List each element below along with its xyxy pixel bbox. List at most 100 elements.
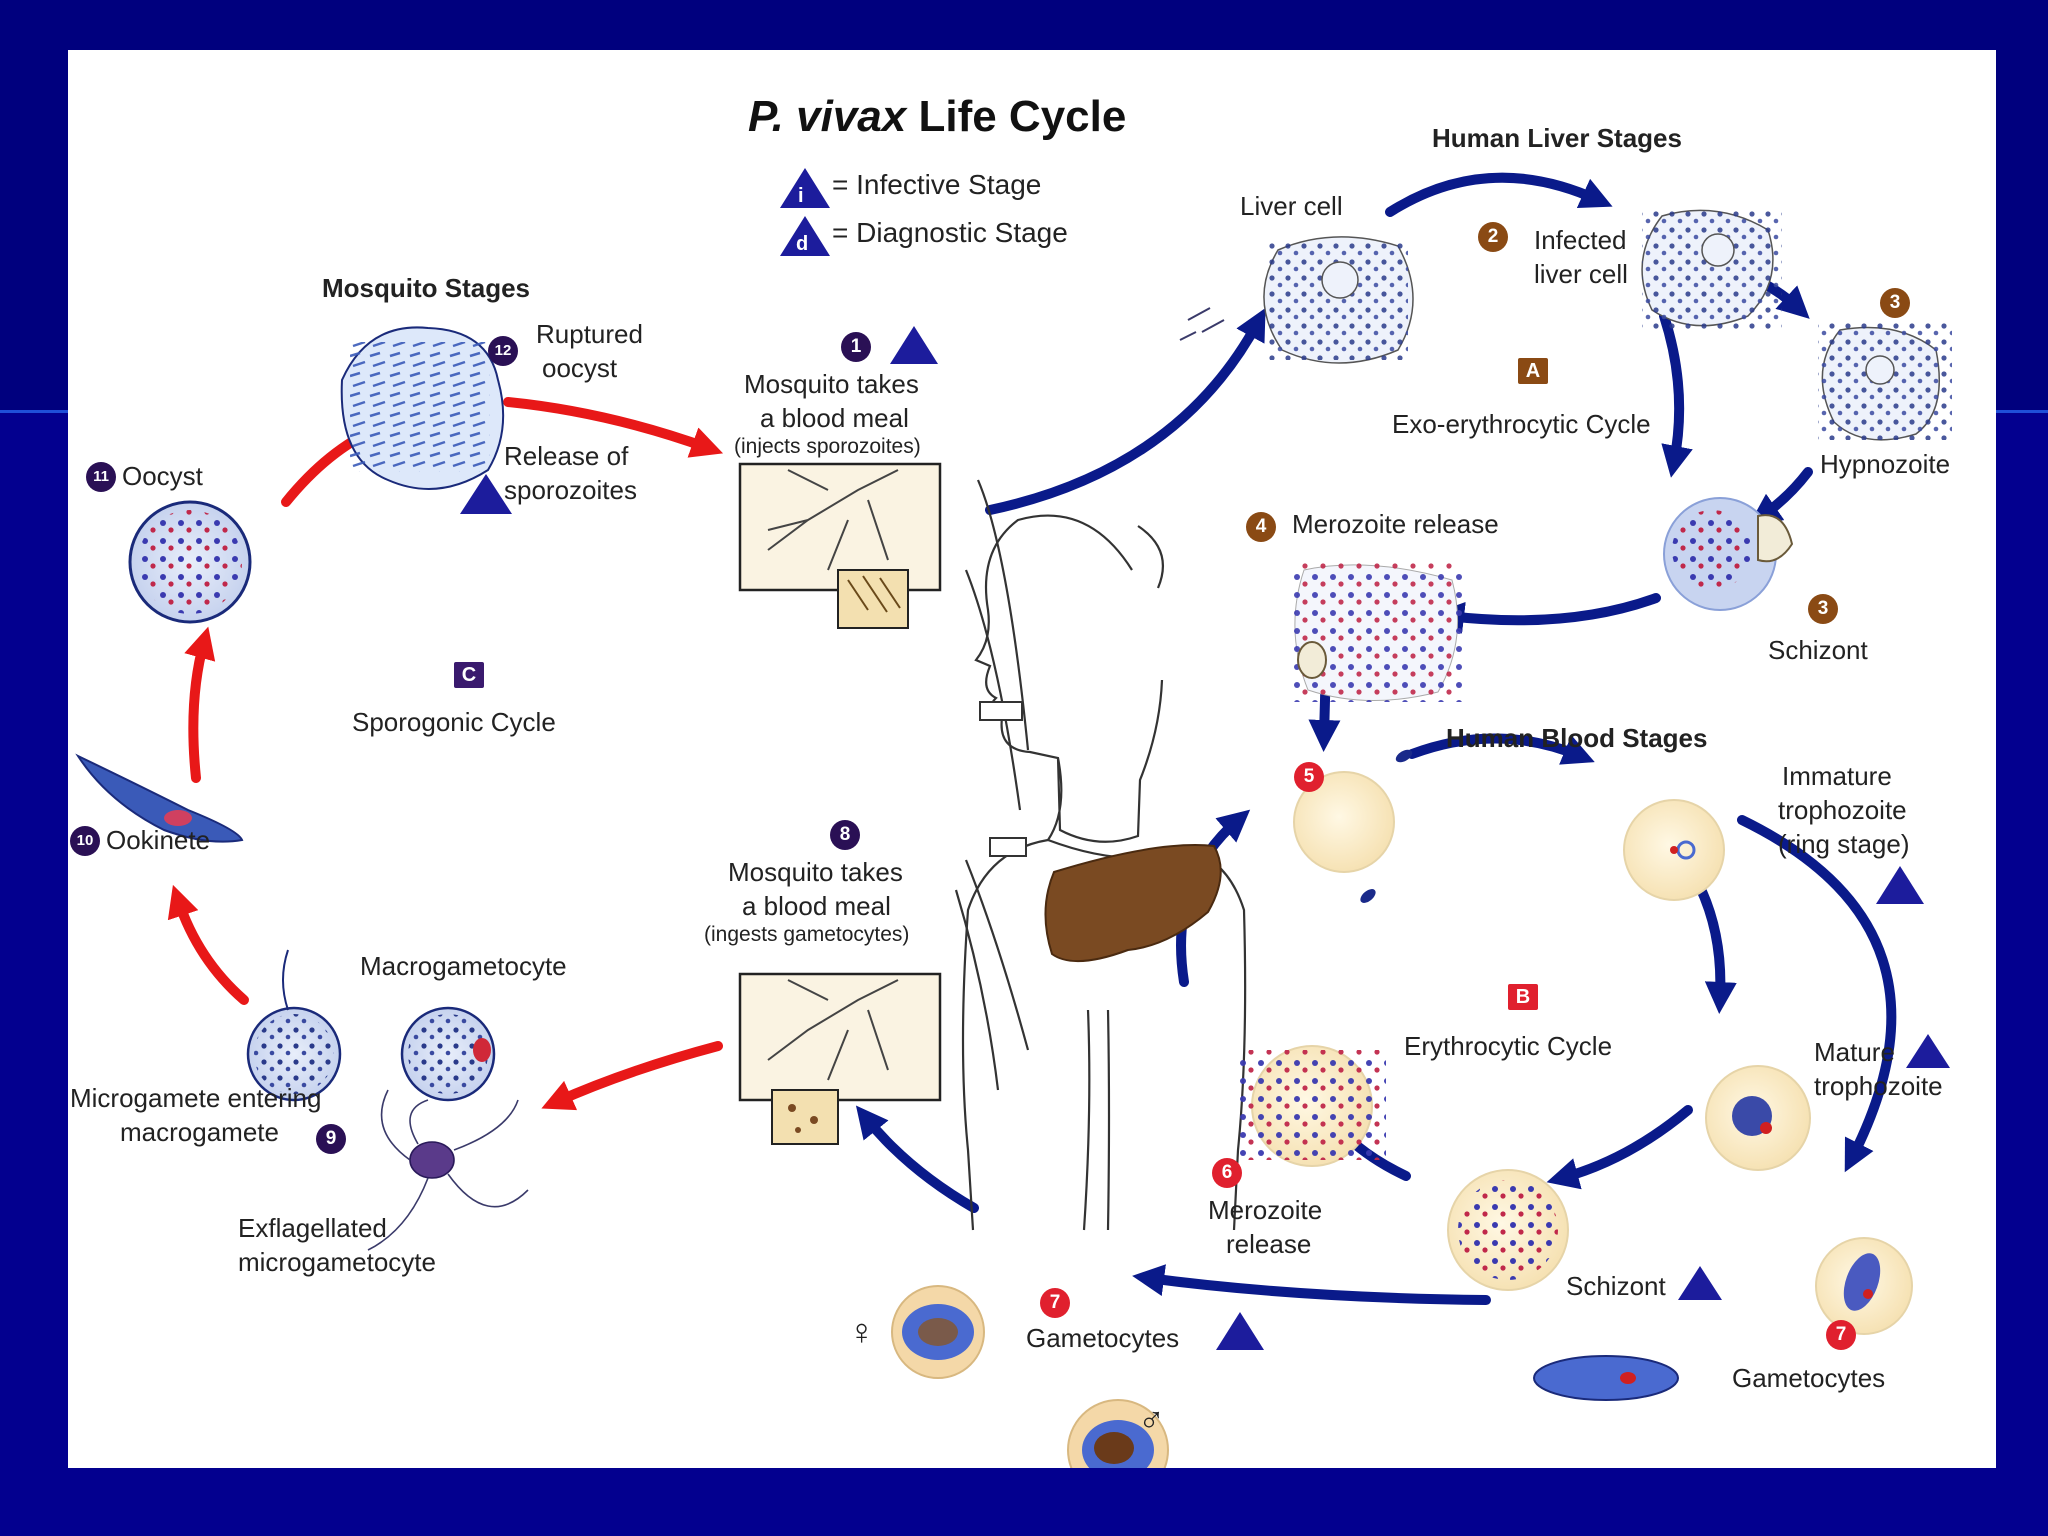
step-12-marker: 12: [488, 336, 518, 366]
step-1-marker: 1: [841, 332, 871, 362]
exflagellated-line2: microgametocyte: [238, 1247, 436, 1277]
step-4-label: Merozoite release: [1292, 509, 1499, 539]
blood-schizont-rbc: [1447, 1169, 1569, 1291]
liver-cell: [1263, 236, 1414, 364]
oocyst-label: Oocyst: [122, 461, 203, 491]
step-7-marker-right: 7: [1826, 1320, 1856, 1350]
blood-schizont-diagnostic-icon: [1678, 1266, 1722, 1300]
step-1-infective-icon: [890, 326, 938, 364]
macrogametocyte-cell: [400, 1006, 496, 1102]
title-rest: Life Cycle: [918, 92, 1127, 141]
ring-stage-rbc: [1623, 799, 1725, 901]
step-10-marker: 10: [70, 826, 100, 856]
arrow-schizont-to-merozoite: [1432, 593, 1661, 634]
arrow-bite-to-gametocytes: [541, 1041, 723, 1111]
step-8-marker: 8: [830, 820, 860, 850]
step-6-line1: Merozoite: [1208, 1195, 1323, 1225]
rbc-uninfected: [1293, 749, 1413, 903]
step-6-marker: 6: [1212, 1158, 1242, 1188]
step-9-line2: macrogamete: [120, 1117, 279, 1147]
release-line2: sporozoites: [504, 475, 637, 505]
macrogametocyte-label: Macrogametocyte: [360, 951, 567, 981]
immature-line2: trophozoite: [1778, 795, 1907, 825]
mature-diagnostic-icon: [1906, 1034, 1950, 1068]
gametocytes-diagnostic-icon: [1216, 1312, 1264, 1350]
step-4-marker: 4: [1246, 512, 1276, 542]
step-12-line1: Ruptured: [536, 319, 643, 349]
liver-cell-label: Liver cell: [1240, 191, 1343, 221]
cycle-a-label: Exo-erythrocytic Cycle: [1392, 409, 1651, 439]
blood-merozoite-release: [1236, 1045, 1386, 1167]
step-3-marker-schizont: 3: [1808, 594, 1838, 624]
blood-stages-heading: Human Blood Stages: [1446, 723, 1708, 753]
step-5-marker: 5: [1294, 762, 1324, 792]
bite-panel-top: [738, 462, 942, 629]
arrow-gametocytes-to-bite: [855, 1105, 979, 1213]
arrow-rbc-to-ring: [1407, 733, 1595, 765]
release-infective-icon: [460, 474, 512, 514]
diagram-title: P. vivax Life Cycle: [748, 92, 1126, 142]
step-8-line2: a blood meal: [742, 891, 891, 921]
mosquito-stages-heading: Mosquito Stages: [322, 273, 531, 303]
arrow-hypnozoite-to-schizont: [1748, 467, 1813, 526]
mature-line2: trophozoite: [1814, 1071, 1943, 1101]
step-1-line1: Mosquito takes: [744, 369, 919, 399]
liver-schizont-label: Schizont: [1768, 635, 1868, 665]
exflagellated-line1: Exflagellated: [238, 1213, 387, 1243]
infective-mark: i: [798, 185, 804, 207]
immature-line1: Immature: [1782, 761, 1892, 791]
step-8-line3: (ingests gametocytes): [704, 923, 910, 946]
arrow-bite-to-liver: [985, 307, 1266, 515]
step-12-line2: oocyst: [542, 353, 618, 383]
gametocytes-right-label: Gametocytes: [1732, 1363, 1886, 1393]
immature-line3: (ring stage): [1778, 829, 1910, 859]
oocyst-cell: [128, 500, 252, 624]
arrow-liver-to-infected: [1385, 172, 1613, 217]
title-species: P. vivax: [748, 92, 907, 141]
step-9-marker: 9: [316, 1124, 346, 1154]
diagram-panel: P. vivax Life Cycle i = Infective Stage …: [68, 50, 1996, 1468]
gametocyte-rbc-right: [1815, 1237, 1913, 1335]
step-6-line2: release: [1226, 1229, 1312, 1259]
cycle-b-tag: B: [1508, 984, 1538, 1010]
female-gametocyte: [891, 1285, 985, 1379]
arrow-ookinete-to-oocyst: [184, 626, 216, 783]
bite-panel-bottom: [738, 972, 942, 1145]
gametocyte-elongated: [1533, 1355, 1679, 1401]
cycle-c-tag: C: [454, 662, 484, 688]
step-7-marker-left: 7: [1040, 1288, 1070, 1318]
legend-diagnostic: = Diagnostic Stage: [832, 217, 1068, 248]
blood-schizont-label: Schizont: [1566, 1271, 1666, 1301]
life-cycle-diagram: [75, 172, 1952, 1468]
legend-infective: = Infective Stage: [832, 169, 1042, 200]
mature-line1: Mature: [1814, 1037, 1895, 1067]
step-2-line1: Infected: [1534, 225, 1627, 255]
hypnozoite-cell: [1818, 320, 1952, 441]
step-1-line2: a blood meal: [760, 403, 909, 433]
cycle-a-tag: A: [1518, 358, 1548, 384]
step-2-marker: 2: [1478, 222, 1508, 252]
liver-schizont-cell: [1663, 497, 1794, 611]
arrow-mature-to-schizont: [1546, 1105, 1693, 1190]
ruptured-oocyst-cell: [340, 326, 505, 490]
ring-diagnostic-icon: [1876, 866, 1924, 904]
release-line1: Release of: [504, 441, 629, 471]
step-3-marker-hypnozoite: 3: [1880, 288, 1910, 318]
infected-liver-cell: [1641, 209, 1782, 330]
ookinete-cell: [75, 753, 244, 843]
arrow-microgamete-to-ookinete: [167, 884, 249, 1005]
cycle-c-label: Sporogonic Cycle: [352, 707, 556, 737]
male-symbol: ♂: [1138, 1399, 1165, 1440]
cycle-b-label: Erythrocytic Cycle: [1404, 1031, 1613, 1061]
arrow-ruptured-to-bite: [503, 397, 724, 458]
infective-stage-icon: [780, 168, 830, 208]
hypnozoite-label: Hypnozoite: [1820, 449, 1951, 479]
step-8-line1: Mosquito takes: [728, 857, 903, 887]
sporozoites: [1179, 307, 1225, 341]
microgamete-entering-cell: [246, 949, 342, 1102]
female-symbol: ♀: [848, 1311, 875, 1352]
liver-stages-heading: Human Liver Stages: [1432, 123, 1682, 153]
male-gametocyte: [1067, 1399, 1169, 1468]
ookinete-label: Ookinete: [106, 825, 211, 855]
liver-merozoite-release: [1294, 562, 1464, 702]
